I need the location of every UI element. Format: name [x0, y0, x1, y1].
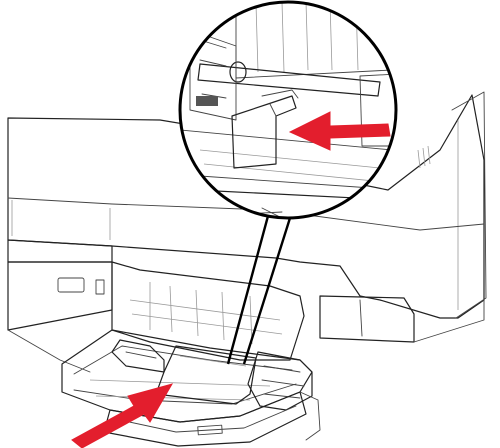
insert-arrow-icon [71, 383, 174, 448]
multipurpose-feeder [61, 261, 321, 447]
push-arrow-icon [288, 111, 391, 151]
magnified-callout [178, 0, 398, 220]
callout-leader-lines [226, 215, 292, 365]
